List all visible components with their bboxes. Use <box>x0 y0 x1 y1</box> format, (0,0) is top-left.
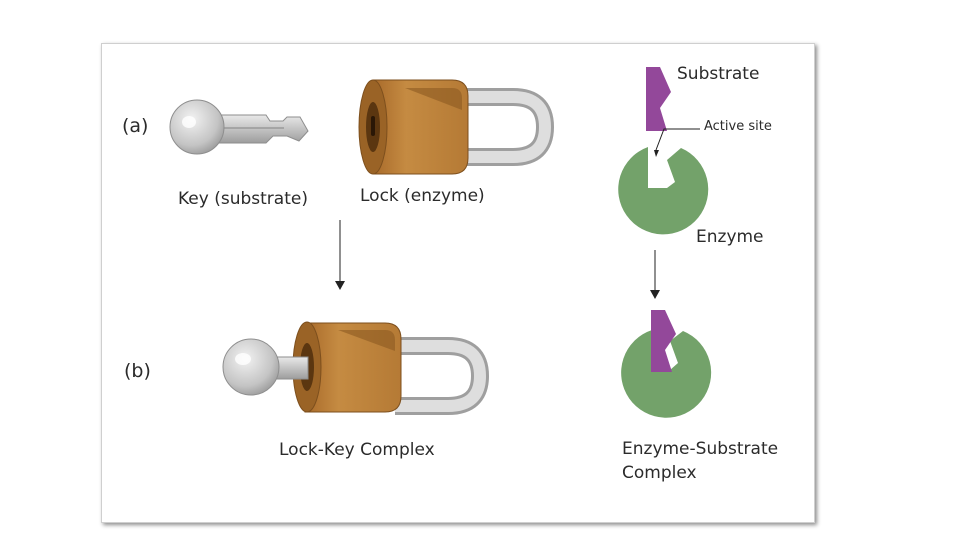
active-site-label: Active site <box>704 119 772 134</box>
active-site-pointer <box>655 128 700 151</box>
enzyme-substrate-complex-label-line2: Complex <box>622 463 697 483</box>
enzyme-label: Enzyme <box>696 227 764 247</box>
lock-key-complex-illustration <box>222 321 490 415</box>
enzyme-substrate-complex-label-line1: Enzyme-Substrate <box>622 439 779 459</box>
lock-label: Lock (enzyme) <box>360 186 485 206</box>
lock-key-complex-label: Lock-Key Complex <box>279 440 435 460</box>
lock-illustration <box>358 79 555 175</box>
key-illustration <box>169 99 309 155</box>
part-a-label: (a) <box>122 115 149 137</box>
arrow-key-lock <box>335 220 345 290</box>
part-b-label: (b) <box>124 360 151 382</box>
enzyme-substrate-complex-shape <box>621 310 712 418</box>
key-label: Key (substrate) <box>178 189 308 209</box>
enzyme-shape <box>618 147 709 235</box>
arrow-enzyme-substrate <box>650 250 660 299</box>
substrate-shape <box>646 67 671 131</box>
substrate-label: Substrate <box>677 64 760 84</box>
